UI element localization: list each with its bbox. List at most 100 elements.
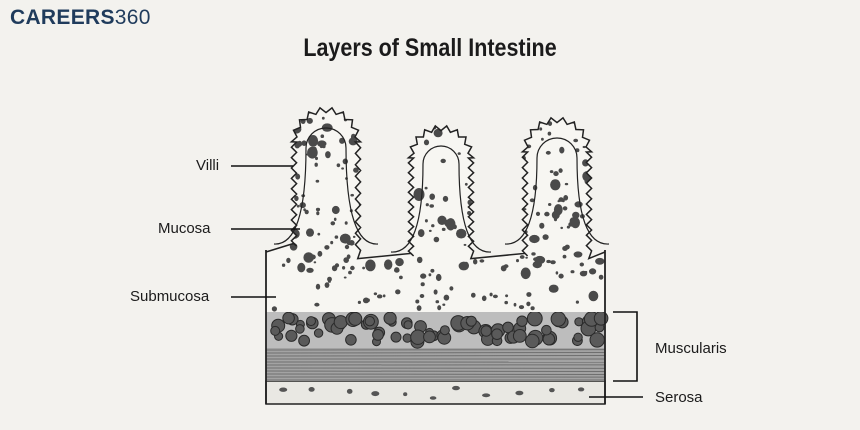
muscle-cell xyxy=(541,324,552,336)
tissue-cell xyxy=(488,153,497,163)
tissue-cell xyxy=(331,205,340,215)
tissue-cell xyxy=(463,261,469,269)
tissue-cell xyxy=(508,134,519,143)
tissue-cell xyxy=(550,260,556,265)
tissue-cell xyxy=(373,292,378,296)
tissue-cell xyxy=(583,134,587,137)
tissue-cell xyxy=(539,127,543,131)
tissue-cell xyxy=(394,268,400,273)
tissue-cell xyxy=(574,201,583,208)
tissue-cell xyxy=(560,226,563,230)
tissue-cell xyxy=(315,283,321,290)
brand-logo: CAREERS360 xyxy=(10,6,151,30)
tissue-cell xyxy=(441,227,446,231)
muscle-cell xyxy=(282,311,295,325)
tissue-cell xyxy=(336,163,341,168)
muscle-cell xyxy=(525,333,540,349)
tissue-cell xyxy=(352,235,356,238)
tissue-cell xyxy=(342,158,348,165)
tissue-cell xyxy=(520,181,524,187)
tissue-cell xyxy=(595,257,605,265)
label-serosa: Serosa xyxy=(655,389,703,406)
tissue-cell xyxy=(529,234,540,244)
tissue-cell xyxy=(513,302,517,307)
tissue-cell xyxy=(553,171,559,177)
muscle-cell xyxy=(306,316,316,327)
tissue-cell xyxy=(588,290,599,302)
tissue-cell xyxy=(346,240,353,246)
muscle-cell xyxy=(480,325,492,337)
tissue-cell xyxy=(325,151,331,159)
tissue-cell xyxy=(317,232,321,236)
muscle-cell xyxy=(589,332,605,348)
tissue-cell xyxy=(424,186,428,190)
tissue-cell xyxy=(324,282,330,288)
tissue-cell xyxy=(467,211,472,215)
tissue-cell xyxy=(504,229,508,233)
tissue-cell xyxy=(270,140,275,146)
tissue-cell xyxy=(350,193,355,197)
tissue-cell xyxy=(375,124,382,130)
tissue-cell xyxy=(510,195,515,199)
tissue-cell xyxy=(463,243,467,246)
tissue-cell xyxy=(384,259,393,270)
tissue-cell xyxy=(397,182,402,188)
tissue-cell xyxy=(504,300,509,305)
tissue-cell xyxy=(479,259,485,263)
tissue-cell xyxy=(415,299,420,304)
tissue-cell xyxy=(505,294,509,298)
tissue-cell xyxy=(471,139,476,143)
tissue-cell xyxy=(555,271,559,275)
tissue-cell xyxy=(297,140,303,147)
brand-name: CAREERS xyxy=(10,6,115,29)
tissue-cell xyxy=(406,137,412,143)
tissue-cell xyxy=(562,254,567,259)
tissue-cell xyxy=(339,233,351,244)
label-mucosa: Mucosa xyxy=(158,220,211,237)
tissue-cell xyxy=(558,168,563,173)
tissue-cell xyxy=(372,127,376,131)
tissue-cell xyxy=(596,201,605,211)
tissue-cell xyxy=(379,249,385,254)
tissue-cell xyxy=(595,235,599,240)
tissue-cell xyxy=(515,140,521,147)
tissue-cell xyxy=(545,150,551,155)
tissue-cell xyxy=(515,217,520,222)
tissue-cell xyxy=(315,207,321,212)
tissue-cell xyxy=(473,258,478,265)
tissue-cell xyxy=(445,218,456,231)
tissue-cell xyxy=(429,193,436,200)
tissue-cell xyxy=(595,166,602,171)
tissue-cell xyxy=(481,295,487,302)
serosa-cell xyxy=(279,387,288,392)
tissue-cell xyxy=(490,183,496,189)
tissue-cell xyxy=(508,195,512,200)
tissue-cell xyxy=(306,117,313,124)
tissue-cell xyxy=(315,179,320,183)
tissue-cell xyxy=(496,236,501,242)
tissue-cell xyxy=(562,246,568,251)
tissue-cell xyxy=(442,195,449,202)
tissue-cell xyxy=(550,179,561,191)
tissue-cell xyxy=(489,163,495,168)
diagram-title: Layers of Small Intestine xyxy=(303,34,557,62)
serosa-layer xyxy=(265,380,606,405)
tissue-cell xyxy=(306,267,314,273)
muscle-cell xyxy=(550,311,566,327)
tissue-cell xyxy=(452,121,457,125)
serosa-cell xyxy=(346,388,353,394)
tissue-cell xyxy=(481,167,485,172)
tissue-cell xyxy=(342,266,346,270)
tissue-cell xyxy=(539,222,545,229)
tissue-cell xyxy=(391,217,396,222)
tissue-cell xyxy=(348,137,358,146)
tissue-cell xyxy=(420,282,425,287)
tissue-cell xyxy=(477,149,485,159)
muscle-fiber xyxy=(265,370,606,373)
tissue-cell xyxy=(503,202,508,206)
muscle-cell xyxy=(383,311,397,325)
brand-number: 360 xyxy=(114,6,151,29)
tissue-cell xyxy=(312,146,317,152)
tissue-cell xyxy=(504,119,508,122)
tissue-cell xyxy=(569,217,577,225)
